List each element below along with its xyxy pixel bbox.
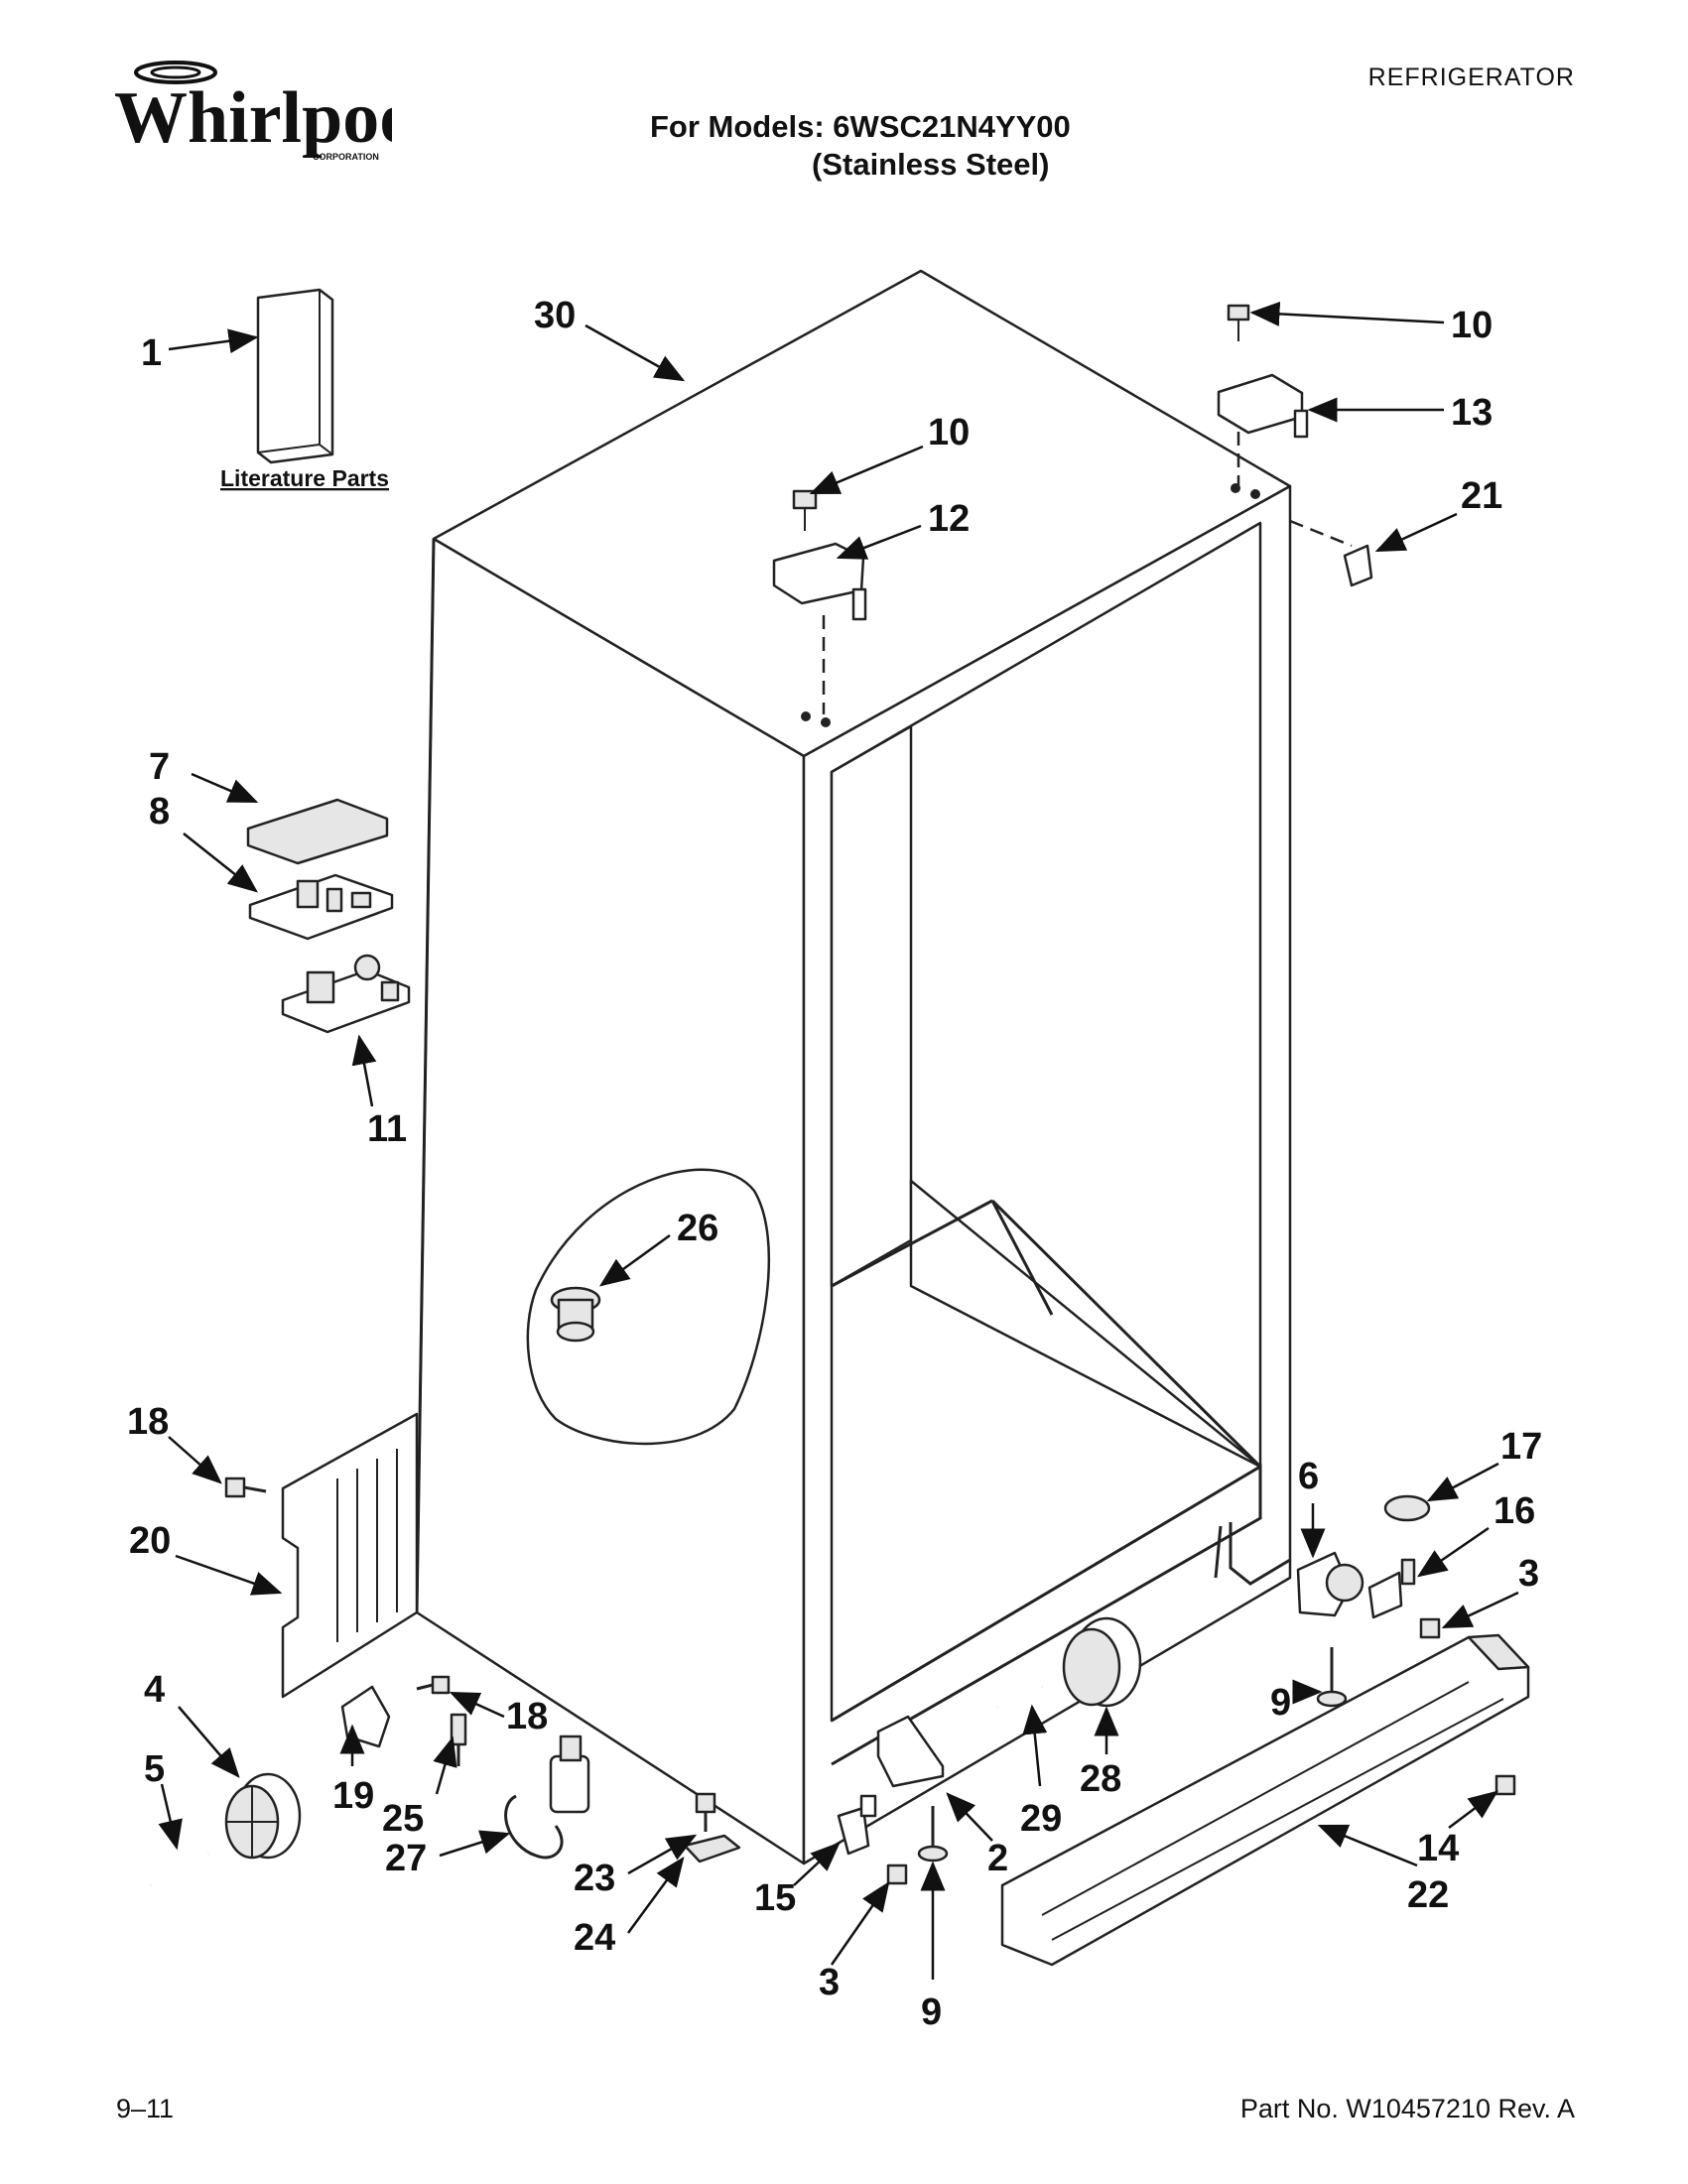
callout-27: 27 (385, 1838, 427, 1879)
roller-axle (149, 1850, 210, 1889)
callout-1: 1 (141, 332, 162, 374)
front-roller (224, 1772, 302, 1860)
callout-2: 2 (987, 1838, 1008, 1879)
hinge-bolt (1419, 1617, 1441, 1639)
bracket-bolt (886, 1863, 908, 1885)
callout-17: 17 (1500, 1426, 1542, 1468)
callout-13: 13 (1451, 392, 1493, 434)
callout-16: 16 (1493, 1490, 1535, 1532)
callout-14: 14 (1417, 1828, 1459, 1869)
power-board (281, 954, 411, 1034)
callout-26: 26 (677, 1208, 718, 1249)
rear-access-panel (281, 1412, 419, 1699)
toe-grille (1000, 1633, 1530, 1967)
callout-22: 22 (1407, 1874, 1449, 1916)
callout-30: 30 (534, 295, 576, 336)
lower-hinge (1367, 1558, 1416, 1619)
callout-5: 5 (144, 1748, 165, 1790)
cam-washer (1383, 1494, 1431, 1522)
leveling-screw (695, 1792, 716, 1832)
callout-6: 6 (1298, 1456, 1319, 1497)
callout-7: 7 (149, 746, 170, 788)
callout-12: 12 (928, 498, 970, 540)
callout-4: 4 (144, 1669, 165, 1711)
callout-labels: 1 30 10 12 10 13 21 7 8 11 26 18 20 6 17… (127, 295, 1542, 2033)
water-bracket (340, 1685, 391, 1748)
finish-line: (Stainless Steel) (812, 147, 1050, 182)
control-cover (246, 798, 389, 865)
control-board (248, 873, 394, 941)
leveling-plate (683, 1834, 741, 1863)
leveling-leg (917, 1806, 949, 1863)
callout-28: 28 (1080, 1758, 1121, 1800)
right-hinge-bracket (1296, 1551, 1364, 1617)
callout-9-center: 9 (921, 1991, 942, 2033)
cutaway-grommet (526, 1168, 771, 1446)
models-line: For Models: 6WSC21N4YY00 (650, 109, 1071, 144)
callout-20: 20 (129, 1520, 171, 1562)
hinge-cap (1289, 519, 1373, 587)
callout-25: 25 (382, 1798, 424, 1840)
callout-9-right: 9 (1270, 1682, 1291, 1724)
callout-19: 19 (332, 1775, 374, 1817)
roller-bracket (876, 1715, 945, 1788)
logo-subtext: CORPORATION (313, 152, 379, 162)
part-number: Part No. W10457210 Rev. A (1239, 2094, 1575, 2123)
callout-24: 24 (574, 1917, 615, 1959)
callout-15: 15 (754, 1877, 796, 1919)
doc-type: REFRIGERATOR (1367, 64, 1575, 91)
panel-screw (224, 1477, 267, 1498)
callout-3-center: 3 (819, 1962, 840, 2003)
refrigerator-cabinet (415, 269, 1292, 1865)
callout-8: 8 (149, 791, 170, 833)
callout-10-center: 10 (928, 412, 970, 453)
callout-18-bracket: 18 (506, 1696, 548, 1737)
callout-3-right: 3 (1518, 1553, 1539, 1595)
literature-label: Literature Parts (220, 465, 389, 491)
callout-21: 21 (1461, 475, 1502, 517)
logo-wordmark: Whirlpool (114, 77, 392, 159)
date-code: 9–11 (116, 2094, 175, 2123)
front-bracket (837, 1794, 877, 1856)
callout-10-right: 10 (1451, 305, 1493, 346)
callout-23: 23 (574, 1858, 615, 1899)
callout-11: 11 (367, 1108, 407, 1150)
water-valve-assembly (450, 1713, 590, 1860)
whirlpool-logo: Whirlpool CORPORATION (114, 55, 437, 174)
rear-roller (1062, 1616, 1142, 1708)
callout-18-panel: 18 (127, 1401, 169, 1443)
leader-arrows (158, 301, 1519, 1980)
top-hinge-right (1217, 304, 1309, 499)
callout-29: 29 (1020, 1798, 1062, 1840)
right-leveling-leg (1316, 1647, 1348, 1708)
literature-booklet (256, 288, 334, 464)
grille-screw (1494, 1774, 1516, 1796)
bracket-screw (416, 1675, 451, 1695)
rear-axle (995, 1683, 1044, 1711)
